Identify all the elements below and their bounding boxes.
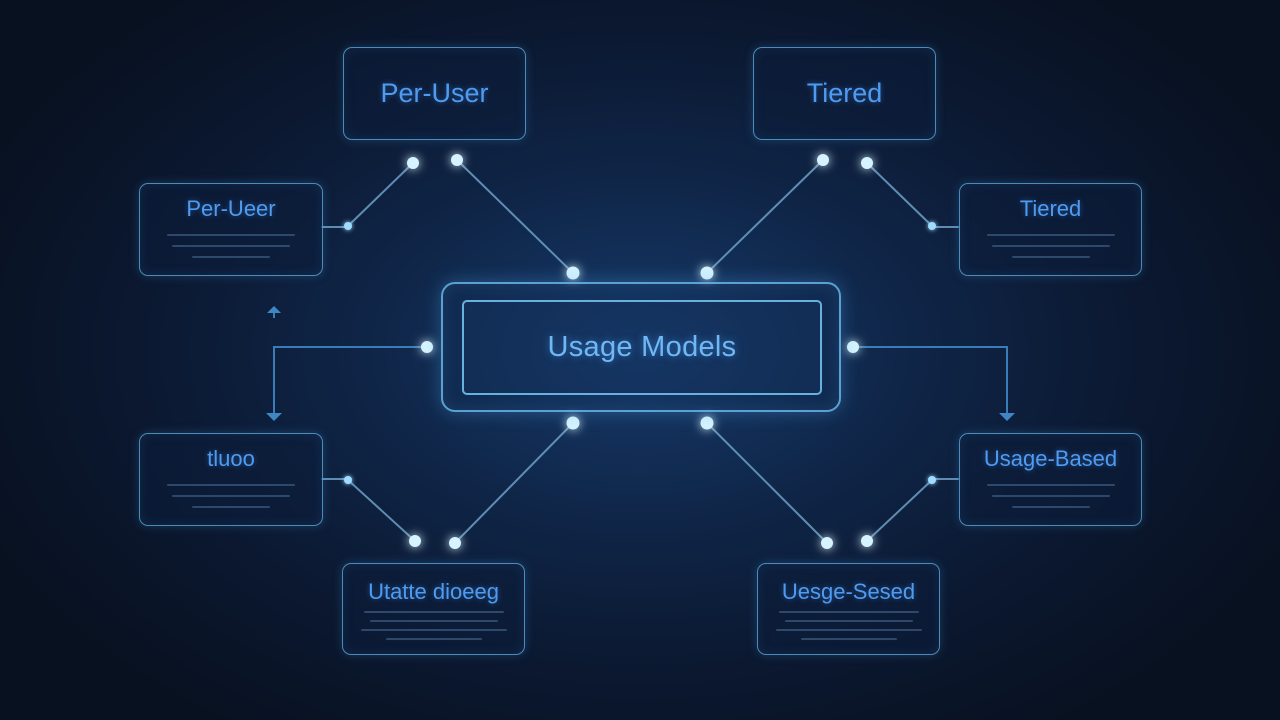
node-bottom-left: Utatte dioeeg [342, 563, 525, 655]
glow-dot [847, 341, 859, 353]
small-glow-dot [344, 476, 352, 484]
node-upper-right: Tiered [959, 183, 1142, 276]
node-title: Tiered [806, 78, 883, 108]
glow-dot [861, 535, 873, 547]
connector-line [347, 479, 416, 542]
small-glow-dot [928, 222, 936, 230]
glow-dot [566, 416, 580, 430]
center-node-frame [441, 282, 841, 412]
connector-line [456, 159, 574, 274]
placeholder-text-lines [140, 234, 322, 267]
node-title: Uesge-Sesed [781, 579, 916, 604]
connector-line [347, 162, 414, 227]
small-glow-dot [928, 476, 936, 484]
glow-dot [566, 266, 580, 280]
glow-dot [861, 157, 873, 169]
center-node-title: Usage Models [547, 331, 737, 363]
right-bracket-connector [853, 346, 1008, 413]
node-title: Usage-Based [983, 446, 1118, 471]
node-title: Utatte dioeeg [368, 579, 499, 604]
glow-dot [700, 266, 714, 280]
node-top-left: Per-User [343, 47, 526, 140]
center-node: Usage Models [462, 300, 822, 395]
placeholder-text-lines [758, 611, 939, 647]
glow-dot [821, 537, 833, 549]
node-title: Per-Ueer [186, 196, 276, 221]
node-title: tluoo [207, 446, 255, 471]
placeholder-text-lines [140, 484, 322, 517]
glow-dot [451, 154, 463, 166]
glow-dot [407, 157, 419, 169]
glow-dot [409, 535, 421, 547]
connector-line [866, 162, 933, 227]
glow-dot [421, 341, 433, 353]
node-title: Tiered [1019, 196, 1082, 221]
left-bracket-connector [273, 346, 427, 413]
placeholder-text-lines [960, 234, 1141, 267]
small-glow-dot [344, 222, 352, 230]
node-lower-right: Usage-Based [959, 433, 1142, 526]
connector-line [454, 422, 574, 544]
right-arrow-head [999, 413, 1015, 421]
node-title: Per-User [380, 78, 489, 108]
node-top-right: Tiered [753, 47, 936, 140]
node-bottom-right: Uesge-Sesed [757, 563, 940, 655]
glow-dot [700, 416, 714, 430]
connector-line [706, 159, 824, 274]
placeholder-text-lines [960, 484, 1141, 517]
left-arrow-head [266, 413, 282, 421]
node-upper-left: Per-Ueer [139, 183, 323, 276]
node-lower-left: tluoo [139, 433, 323, 526]
connector-line [866, 479, 933, 542]
glow-dot [817, 154, 829, 166]
left-up-arrow-head [267, 306, 281, 313]
placeholder-text-lines [343, 611, 524, 647]
connector-line [706, 422, 828, 544]
glow-dot [449, 537, 461, 549]
